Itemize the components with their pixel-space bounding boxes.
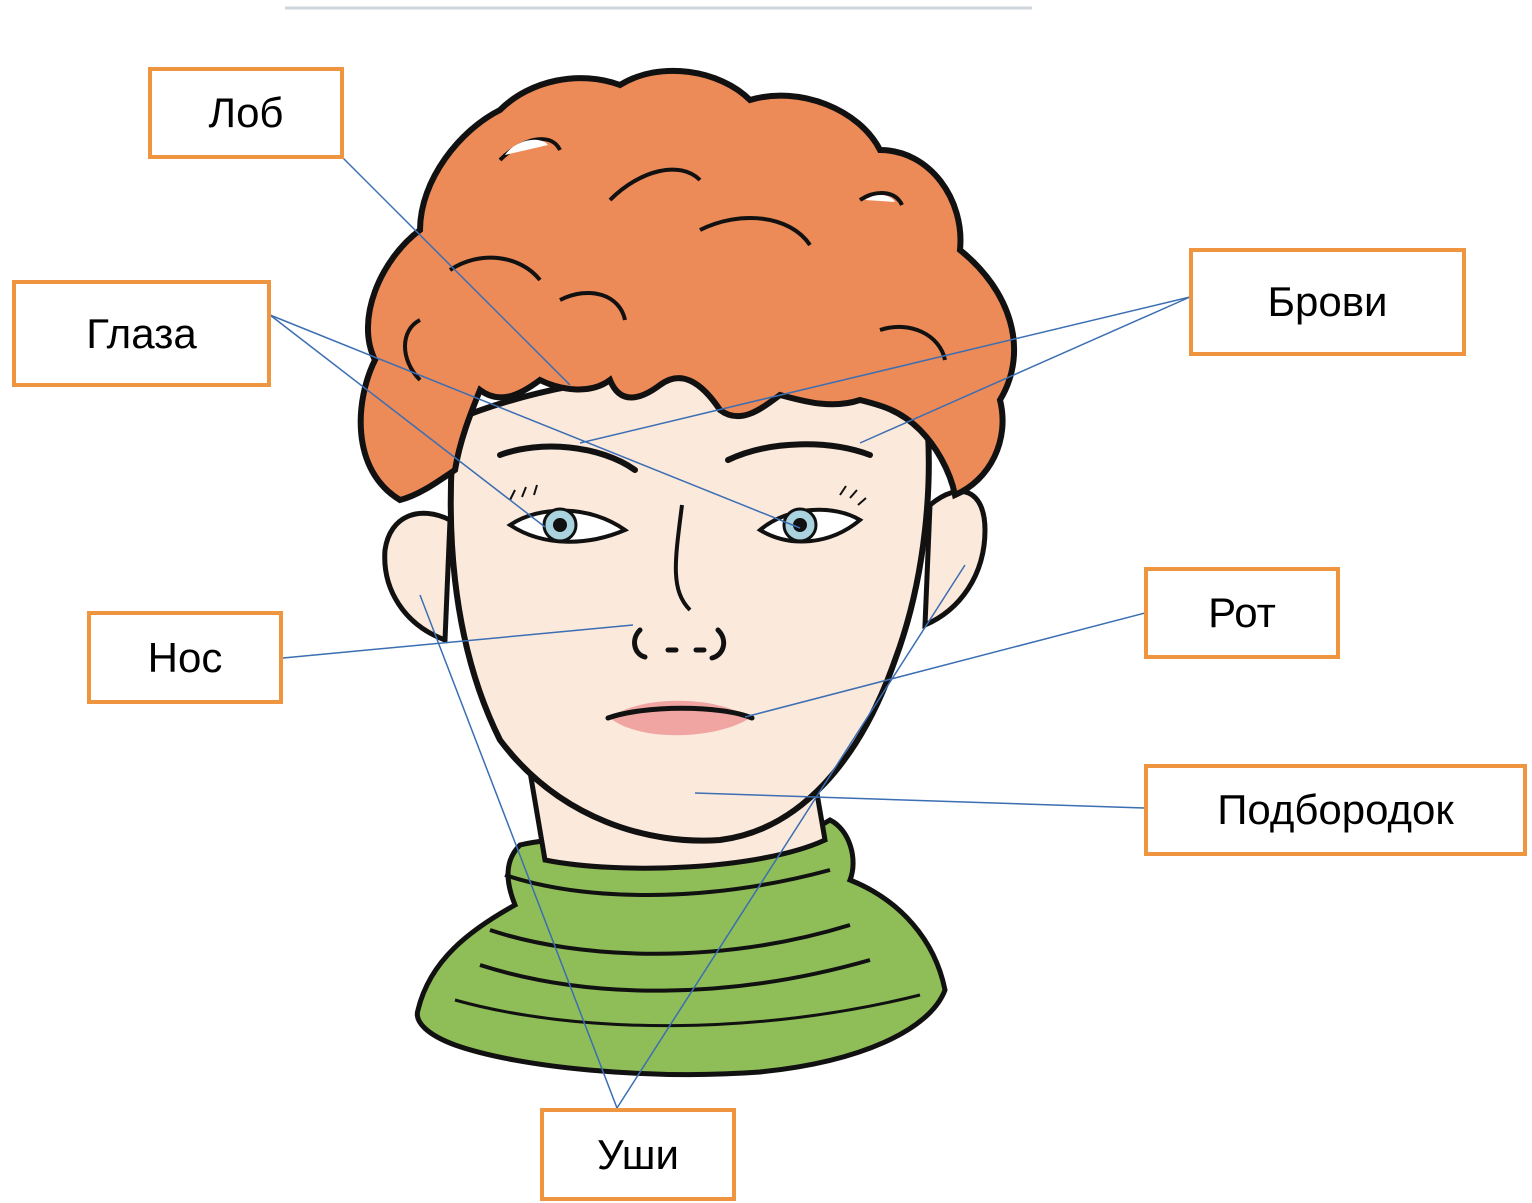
label-eyes: Глаза [12, 280, 271, 387]
right-ear [925, 491, 985, 625]
face [451, 372, 929, 840]
left-ear [385, 513, 450, 640]
label-chin: Подбородок [1144, 764, 1527, 856]
label-nose: Нос [87, 611, 283, 704]
label-eyebrows: Брови [1189, 248, 1466, 356]
label-ears: Уши [540, 1108, 736, 1201]
label-forehead: Лоб [148, 67, 344, 159]
label-mouth: Рот [1144, 567, 1340, 659]
